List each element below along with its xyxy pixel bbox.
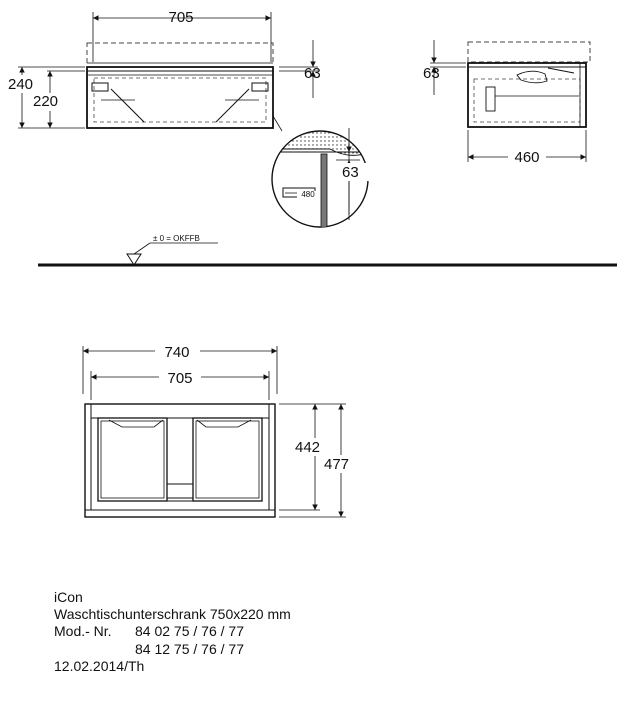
front-left-bracket	[108, 419, 164, 428]
detail-back-panel	[320, 153, 328, 227]
model-number-1: 84 02 75 / 76 / 77	[135, 623, 244, 640]
top-height-220-label: 220	[33, 93, 58, 110]
side-gap-label: 63	[423, 65, 440, 82]
front-740-mask	[155, 343, 200, 361]
dim-220-mask	[30, 93, 72, 111]
front-height-442-mask	[292, 438, 332, 456]
detail-fixing-label-bg	[297, 191, 319, 198]
model-number-2: 84 12 75 / 76 / 77	[135, 640, 244, 657]
front-right-drawer-inner	[195, 420, 260, 499]
document-date: 12.02.2014/Th	[54, 657, 145, 674]
side-cabinet-outline	[467, 62, 587, 128]
top-drawer-view: 705 240 220 63	[4, 9, 321, 129]
front-cabinet-outline	[84, 403, 276, 518]
model-values: 84 02 75 / 76 / 77 84 12 75 / 76 / 77	[135, 623, 244, 657]
front-left-drawer	[97, 417, 168, 502]
top-gap-label: 63	[304, 65, 321, 82]
washbasin-outline	[86, 42, 274, 64]
side-depth-mask	[508, 148, 546, 166]
side-handle	[485, 86, 496, 112]
front-right-bracket	[196, 419, 252, 428]
detail-fixing-label: 480	[301, 190, 315, 199]
front-705-mask	[159, 369, 201, 387]
detail-gap-label: 63	[342, 164, 359, 181]
front-view: 740 705 442	[82, 343, 361, 518]
side-view: 63 460	[423, 40, 591, 166]
side-drain-line	[547, 67, 575, 74]
detail-leader-line	[272, 115, 283, 132]
front-width-740-label: 740	[164, 344, 189, 361]
front-left-drawer-inner	[100, 420, 165, 499]
product-series: iCon	[54, 589, 83, 605]
floor-reference: ± 0 = OKFFB	[38, 234, 617, 267]
top-width-label: 705	[168, 9, 193, 26]
front-height-442-label: 442	[295, 439, 320, 456]
drawer-dashed-outline	[93, 77, 267, 123]
model-numbers: Mod.- Nr. 84 02 75 / 76 / 77 84 12 75 / …	[54, 623, 291, 657]
model-label: Mod.- Nr.	[54, 623, 112, 640]
floor-triangle-icon	[126, 253, 142, 266]
detail-circle-view: 480 63	[271, 115, 370, 228]
side-siphon	[516, 70, 548, 84]
dim-240-mask	[4, 75, 42, 93]
cabinet-body-outline	[86, 66, 274, 129]
top-height-240-label: 240	[8, 76, 33, 93]
right-handle	[251, 82, 269, 92]
side-depth-label: 460	[514, 149, 539, 166]
product-description: Waschtischunterschrank 750x220 mm	[54, 606, 291, 623]
left-handle	[91, 82, 109, 92]
front-siphon-box	[166, 483, 194, 499]
front-width-705-label: 705	[167, 370, 192, 387]
right-bracket	[215, 88, 250, 123]
front-height-477-mask	[321, 455, 361, 473]
left-bracket	[110, 88, 145, 123]
detail-label-mask	[343, 163, 370, 181]
front-height-477-label: 477	[324, 456, 349, 473]
front-right-drawer	[192, 417, 263, 502]
side-drawer-outline	[473, 78, 581, 123]
floor-leader	[133, 242, 151, 255]
side-washbasin-outline	[467, 41, 591, 63]
product-info-block: iCon Waschtischunterschrank 750x220 mm M…	[54, 589, 291, 675]
floor-marker-label: ± 0 = OKFFB	[153, 234, 200, 243]
